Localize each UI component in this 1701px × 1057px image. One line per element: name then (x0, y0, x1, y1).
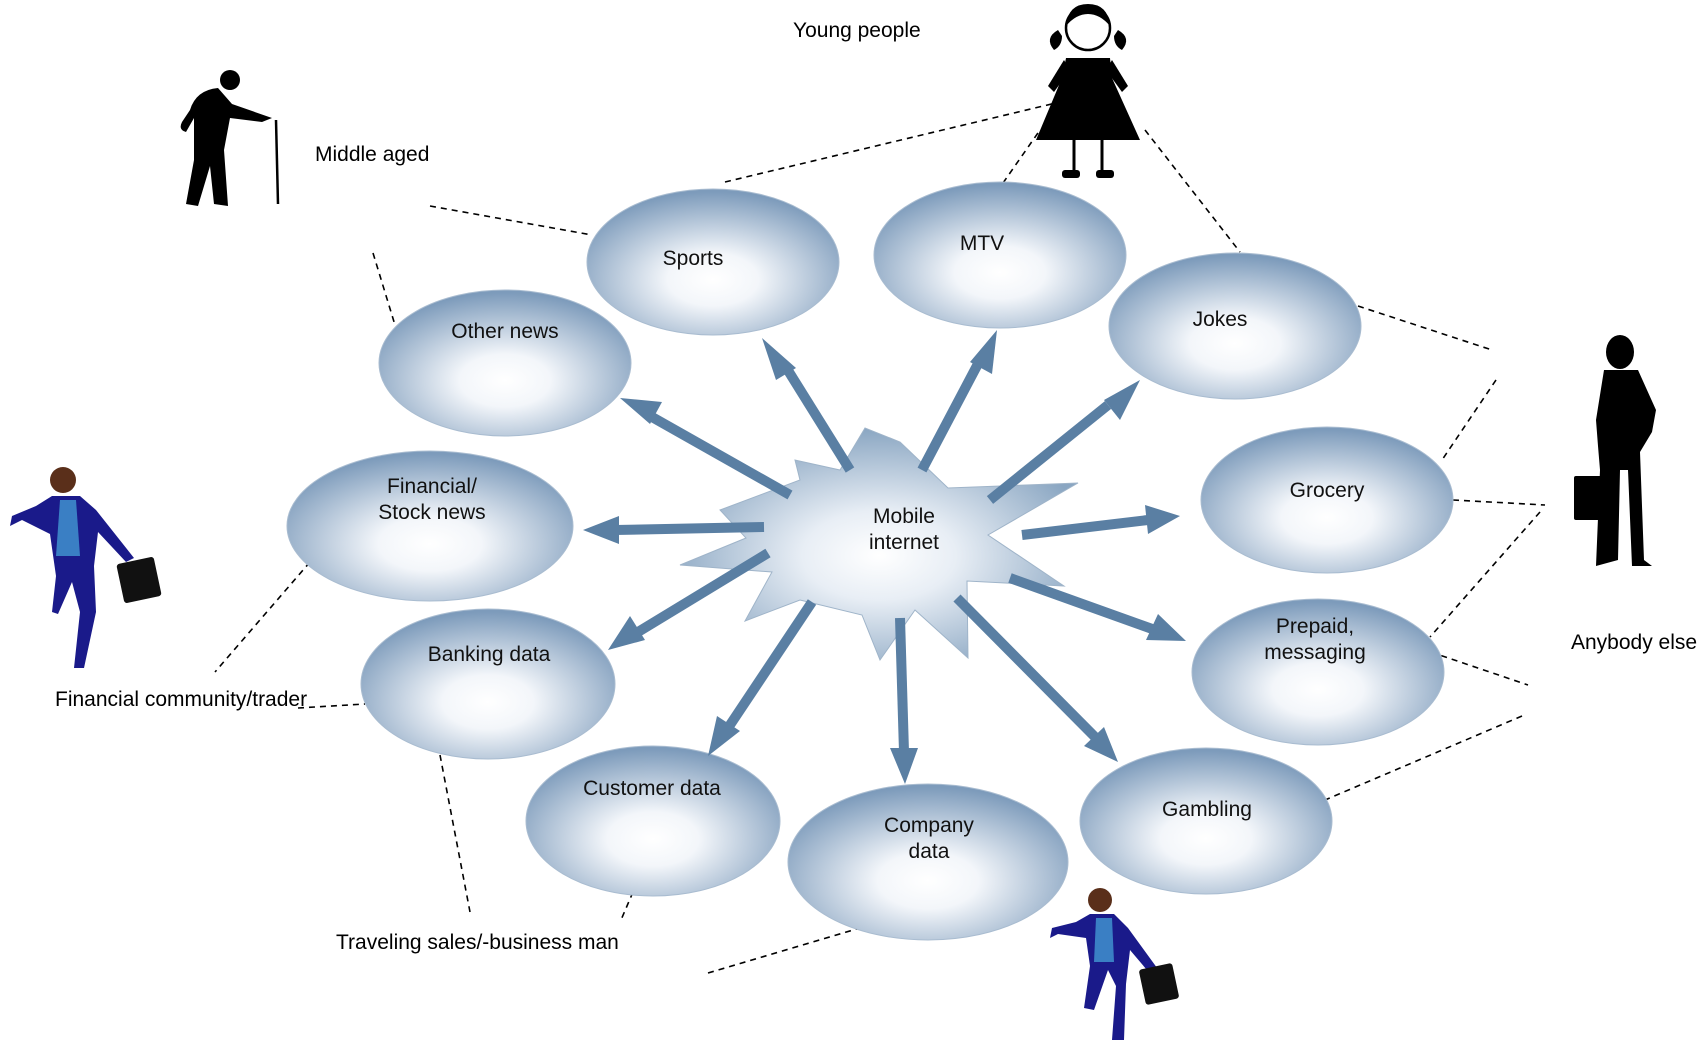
ellipse-other-news (378, 289, 632, 437)
center-label: Mobile internet (868, 505, 940, 554)
arrow-to-sports (762, 338, 855, 473)
ellipse-company (787, 783, 1069, 941)
arrow-to-gambling (953, 594, 1118, 762)
topic-gambling: Gambling (1162, 798, 1252, 821)
arrow-to-mtv (917, 330, 997, 473)
ellipse-sports (586, 188, 840, 336)
arrow-to-customer (708, 599, 817, 756)
topic-other-news: Other news (451, 320, 559, 343)
arrows (583, 330, 1186, 784)
group-young-people: Young people (793, 19, 921, 42)
ellipse-grocery (1200, 426, 1454, 574)
arrow-to-grocery (1021, 505, 1180, 540)
ellipse-mtv (873, 181, 1127, 329)
arrow-to-prepaid (1008, 573, 1186, 641)
mobile-internet-star (679, 427, 1079, 662)
topic-banking: Banking data (427, 643, 551, 666)
arrow-to-banking (608, 548, 771, 650)
topic-ellipses (286, 181, 1454, 941)
group-anybody-else: Anybody else (1571, 631, 1698, 654)
arrow-to-other-news (620, 398, 793, 500)
topic-company: Company data (884, 814, 974, 863)
connector-lines (214, 101, 1546, 974)
ellipse-jokes (1108, 252, 1362, 400)
elderly-man-with-cane-icon (180, 70, 280, 206)
group-middle-aged: Middle aged (315, 143, 430, 166)
topic-grocery: Grocery (1289, 479, 1365, 502)
running-businessman-icon-bottom (1050, 888, 1179, 1040)
ellipse-prepaid (1191, 598, 1445, 746)
running-businessman-icon (10, 467, 162, 668)
topic-financial: Financial/ Stock news (378, 475, 486, 524)
group-financial-community: Financial community/trader (55, 688, 308, 711)
topic-sports: Sports (662, 247, 724, 270)
arrow-to-jokes (986, 380, 1140, 504)
ellipse-financial (286, 450, 574, 602)
arrow-to-financial (583, 516, 765, 544)
topic-mtv: MTV (959, 232, 1005, 255)
topic-prepaid: Prepaid, messaging (1264, 615, 1366, 664)
standing-businessman-icon (1574, 335, 1656, 566)
girl-icon (1036, 4, 1140, 178)
topic-jokes: Jokes (1192, 308, 1248, 331)
ellipse-gambling (1079, 747, 1333, 895)
arrow-to-company (890, 617, 918, 784)
ellipse-customer (525, 745, 781, 897)
topic-customer: Customer data (583, 777, 721, 800)
ellipse-banking (360, 608, 616, 760)
group-traveling-sales: Traveling sales/-business man (336, 931, 619, 954)
